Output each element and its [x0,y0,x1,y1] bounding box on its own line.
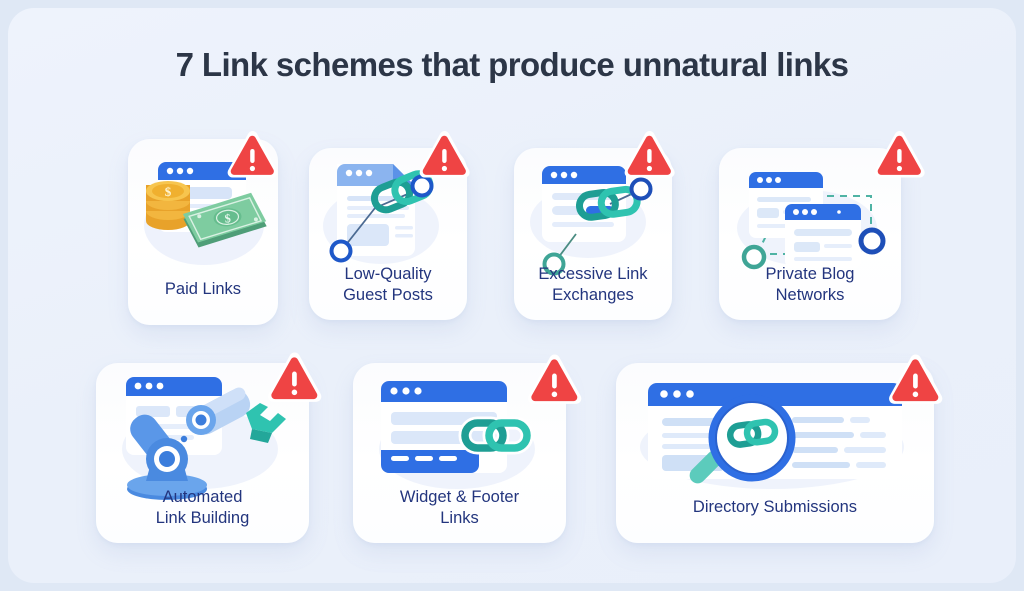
card-label: Private Blog Networks [719,264,901,306]
card-label: Directory Submissions [616,497,934,518]
card-low-quality-guest-posts[interactable]: Low-Quality Guest Posts [309,131,470,320]
page-title: 7 Link schemes that produce unnatural li… [175,46,849,83]
card-directory-submissions[interactable]: Directory Submissions [616,354,943,543]
label-line: Low-Quality [344,265,432,283]
label-line: Paid Links [164,280,242,298]
card-automated-link-building[interactable]: Automated Link Building [96,352,322,543]
two-browsers-network-icon [719,148,901,286]
money-coins-browser-icon: $ $ [128,139,278,277]
warning-triangle-icon [528,354,582,404]
label-line: Networks [775,286,845,304]
warning-triangle-icon [419,131,470,178]
label-line: Widget & Footer [399,488,520,506]
warning-triangle-icon [874,131,925,178]
browser-chain-nodes-icon [514,148,672,286]
warning-triangle-icon [268,352,322,402]
card-label: Widget & Footer Links [353,487,566,529]
card-label: Automated Link Building [96,487,309,529]
label-line: Automated [162,488,243,506]
document-chain-nodes-icon [309,148,467,286]
label-line: Private Blog [765,265,855,283]
card-label: Paid Links [128,279,278,300]
warning-triangle-icon [624,131,675,178]
card-widget-footer-links[interactable]: Widget & Footer Links [353,354,582,543]
card-excessive-link-exchanges[interactable]: Excessive Link Exchanges [514,131,675,320]
card-paid-links[interactable]: $ $ Paid Links [128,131,278,325]
infographic-page: 7 Link schemes that produce unnatural li… [8,8,1016,583]
browser-footer-chain-icon [353,363,566,513]
label-line: Link Building [155,509,250,527]
label-line: Exchanges [552,286,634,304]
card-label: Excessive Link Exchanges [514,264,672,306]
directory-magnifier-chain-icon [616,363,934,513]
label-line: Links [440,509,479,527]
svg-text:$: $ [165,184,172,199]
label-line: Excessive Link [538,265,648,283]
label-line: Guest Posts [343,286,433,304]
label-line: Directory Submissions [692,498,858,516]
warning-triangle-icon [227,131,278,178]
card-private-blog-networks[interactable]: Private Blog Networks [719,131,925,320]
svg-text:$: $ [224,211,231,226]
robot-arm-browser-icon [96,363,309,513]
warning-triangle-icon [889,354,943,404]
card-label: Low-Quality Guest Posts [309,264,467,306]
